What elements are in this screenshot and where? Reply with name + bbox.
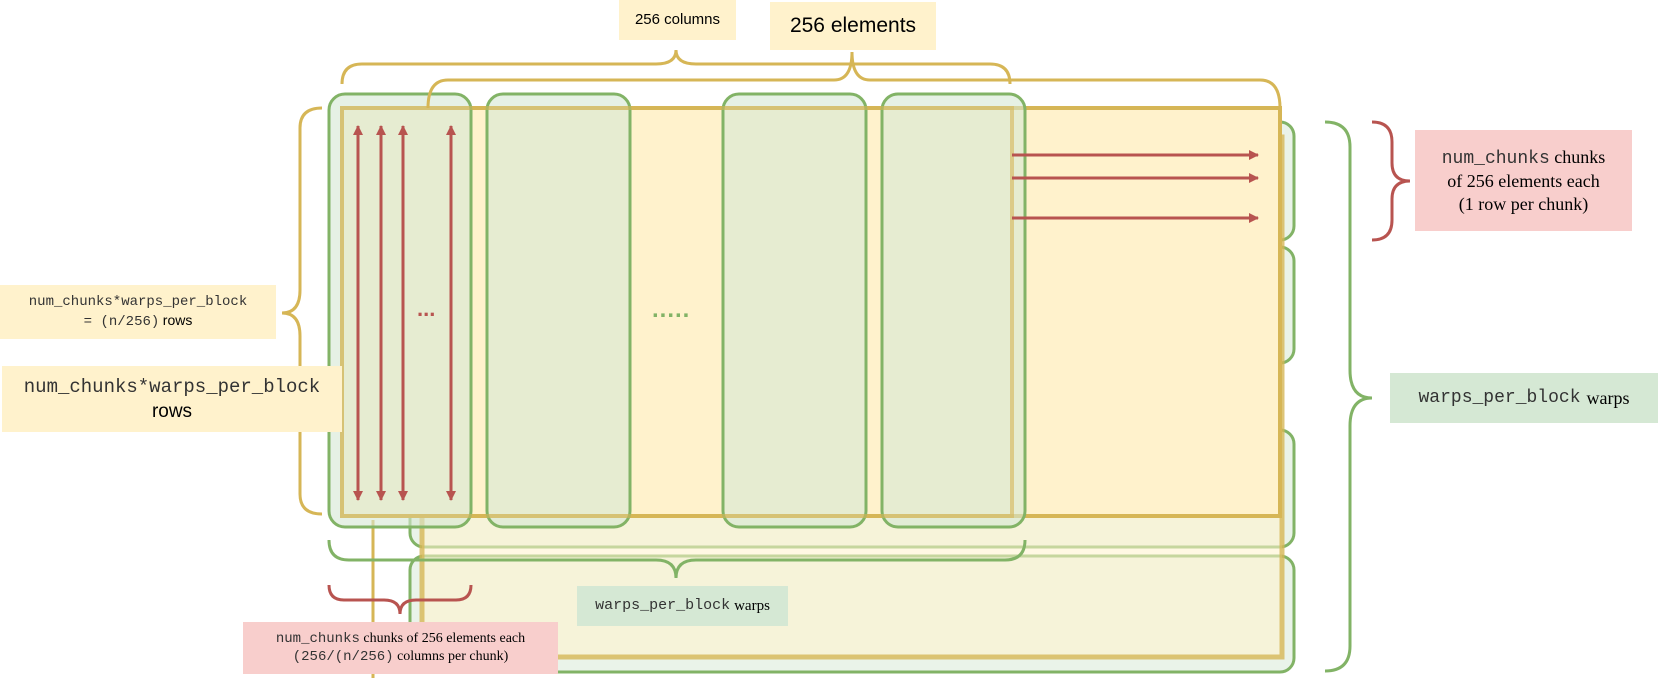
- label-256-columns-text: 256 columns: [634, 10, 721, 28]
- chunks-right-line2: of 256 elements each: [1447, 171, 1600, 192]
- label-256-elements: 256 elements: [770, 2, 936, 50]
- warps-right-word: warps: [1586, 387, 1630, 408]
- column-arrow-group: [353, 125, 456, 501]
- label-rows-small-line1: num_chunks*warps_per_block: [29, 293, 247, 312]
- label-rows-small-line2: = (n/256) rows: [84, 312, 193, 332]
- rows-small-eq-code: = (n/256): [83, 313, 160, 330]
- brace-warps-right: [1324, 120, 1373, 673]
- data-block-outline: [340, 106, 1014, 518]
- chunks-bottom-code: num_chunks: [275, 630, 360, 647]
- rows-big-word: rows: [151, 400, 193, 422]
- rows-big-code: num_chunks*warps_per_block: [23, 375, 321, 398]
- label-warps-bottom: warps_per_block warps: [577, 586, 788, 626]
- brace-rows: [281, 106, 323, 516]
- warps-bottom-word: warps: [734, 597, 770, 614]
- label-warps-right: warps_per_block warps: [1390, 373, 1658, 423]
- label-chunks-bottom: num_chunks chunks of 256 elements each (…: [243, 622, 558, 674]
- warps-right-code: warps_per_block: [1418, 387, 1581, 408]
- brace-warps-bottom: [327, 539, 1027, 579]
- brace-256-columns: [340, 49, 1012, 85]
- chunks-right-line3: (1 row per chunk): [1458, 193, 1589, 214]
- red-ellipsis: ...: [417, 296, 436, 321]
- chunks-bottom-text2: columns per chunk): [397, 649, 509, 664]
- chunks-right-code: num_chunks: [1441, 148, 1550, 169]
- label-chunks-right: num_chunks chunks of 256 elements each (…: [1415, 130, 1632, 231]
- label-rows-big-line1: num_chunks*warps_per_block: [24, 375, 320, 400]
- rows-small-word: rows: [162, 311, 193, 328]
- label-rows-big: num_chunks*warps_per_block rows: [2, 366, 342, 432]
- chunks-right-word: chunks: [1554, 146, 1606, 167]
- brace-256-elements: [426, 51, 1282, 109]
- column-warp-box: [721, 92, 868, 529]
- chunks-bottom-text: chunks of 256 elements each: [363, 630, 526, 646]
- label-chunks-bottom-line2: (256/(n/256) columns per chunk): [293, 648, 509, 667]
- label-rows-big-line2: rows: [152, 400, 192, 424]
- label-256-elements-text: 256 elements: [789, 13, 917, 37]
- column-warp-box: [880, 92, 1027, 529]
- label-rows-small: num_chunks*warps_per_block = (n/256) row…: [0, 285, 276, 339]
- chunks-bottom-code2: (256/(n/256): [292, 649, 394, 665]
- warps-bottom-code: warps_per_block: [595, 596, 731, 614]
- brace-chunk-columns: [327, 584, 473, 615]
- column-warp-box: [485, 92, 632, 529]
- rows-small-code: num_chunks*warps_per_block: [28, 294, 248, 310]
- green-ellipsis: .....: [652, 296, 691, 323]
- label-chunks-bottom-line1: num_chunks chunks of 256 elements each: [276, 630, 525, 649]
- label-256-columns: 256 columns: [619, 0, 736, 40]
- label-chunks-right-line1: num_chunks chunks: [1442, 146, 1606, 171]
- brace-chunks-right: [1371, 120, 1411, 242]
- row-arrow-group: [1012, 150, 1259, 223]
